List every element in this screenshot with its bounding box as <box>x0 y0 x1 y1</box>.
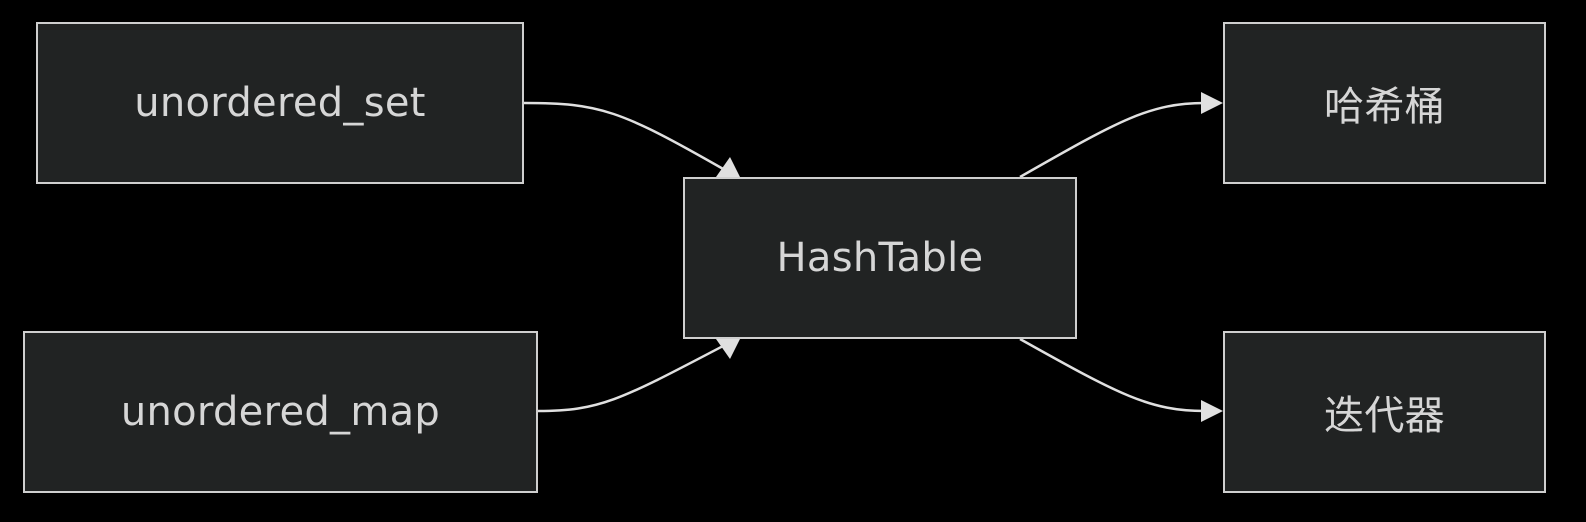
node-hashtable-label: HashTable <box>776 235 984 281</box>
arrowhead-set-to-hashtable <box>716 157 740 177</box>
node-unordered-set-label: unordered_set <box>134 80 426 126</box>
node-iterator: 迭代器 <box>1223 331 1546 493</box>
node-hash-bucket-label: 哈希桶 <box>1324 84 1445 130</box>
arrowhead-hashtable-to-iterator <box>1201 400 1223 422</box>
edge-set-to-hashtable <box>523 101 726 172</box>
node-unordered-map: unordered_map <box>23 331 538 493</box>
node-unordered-map-label: unordered_map <box>120 389 441 435</box>
arrowhead-hashtable-to-bucket <box>1201 92 1223 114</box>
node-iterator-label: 迭代器 <box>1324 393 1445 439</box>
arrowhead-map-to-hashtable <box>716 339 740 359</box>
edge-hashtable-to-iterator <box>1019 337 1206 413</box>
node-unordered-set: unordered_set <box>36 22 524 184</box>
edge-map-to-hashtable <box>537 343 726 413</box>
node-hash-bucket: 哈希桶 <box>1223 22 1546 184</box>
edge-hashtable-to-bucket <box>1019 101 1206 179</box>
node-hashtable: HashTable <box>683 177 1077 339</box>
